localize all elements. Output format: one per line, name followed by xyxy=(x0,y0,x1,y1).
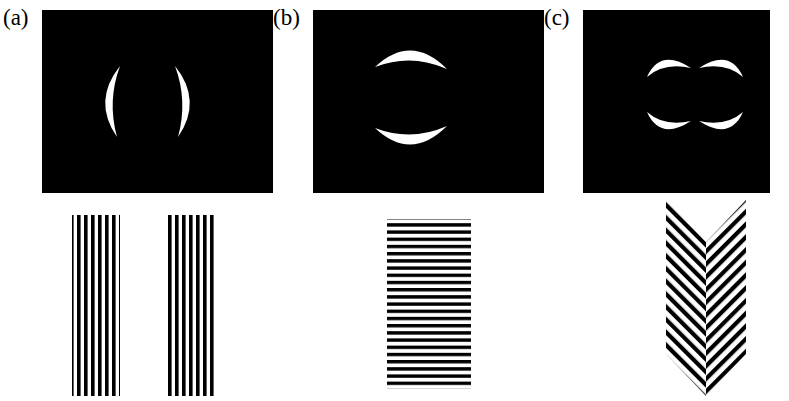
crescent-aperture xyxy=(647,60,691,77)
crescent-aperture xyxy=(699,112,743,129)
black-field xyxy=(42,10,273,193)
chevron-grating xyxy=(666,200,706,396)
chevron-grating xyxy=(706,200,746,396)
crescent-aperture xyxy=(105,66,120,137)
crescent-aperture xyxy=(375,126,447,145)
crescent-aperture xyxy=(647,112,691,129)
horizontal-grating xyxy=(387,219,471,389)
crescent-aperture xyxy=(175,66,190,137)
panel-label: (b) xyxy=(273,6,300,29)
black-field xyxy=(313,10,544,193)
crescent-aperture xyxy=(375,50,447,69)
vertical-grating xyxy=(168,215,216,396)
black-field xyxy=(583,10,770,193)
vertical-grating xyxy=(72,215,120,396)
panel-label: (c) xyxy=(544,6,570,29)
crescent-aperture xyxy=(699,60,743,77)
panel-label: (a) xyxy=(3,6,29,29)
